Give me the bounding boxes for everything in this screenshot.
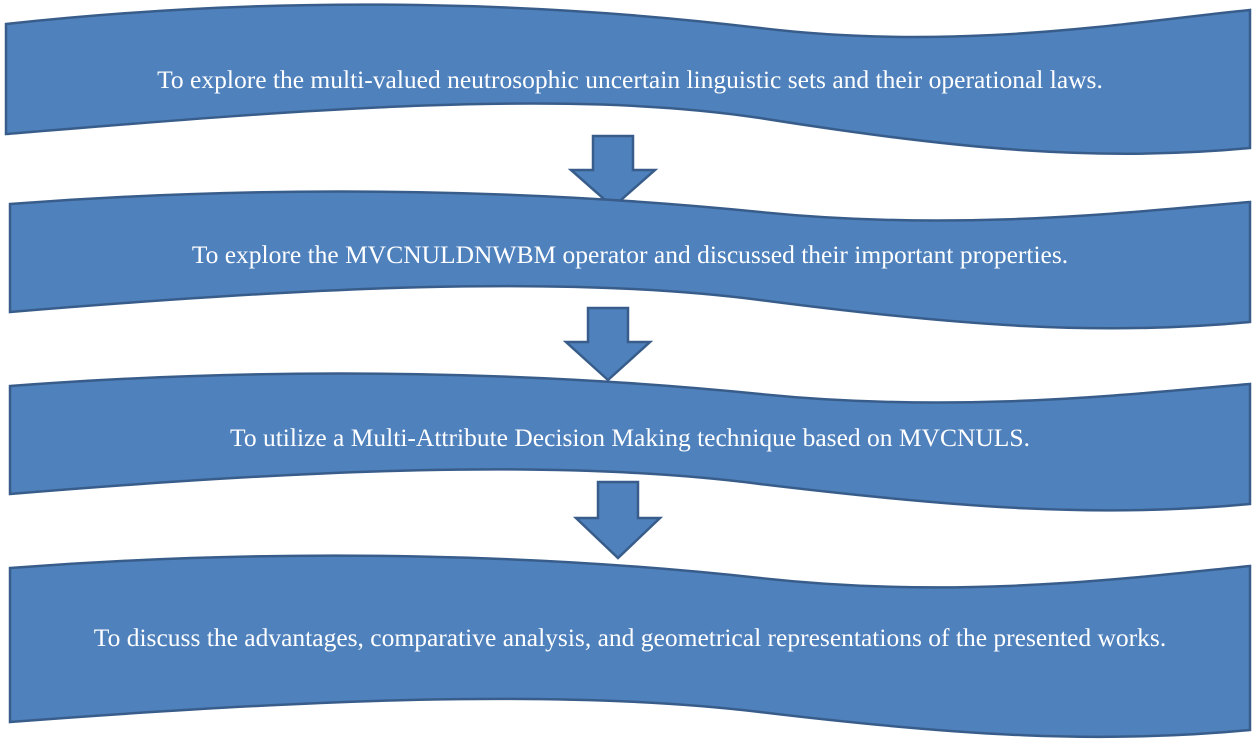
step-4-text: To discuss the advantages, comparative a… [93,623,1167,653]
down-arrow-3 [572,480,664,560]
step-1-banner [4,3,1252,156]
down-arrow-2 [562,306,654,382]
step-3-banner [8,372,1252,512]
step-3-text: To utilize a Multi-Attribute Decision Ma… [230,423,1030,453]
down-arrow-1 [567,134,659,209]
step-2-banner [8,190,1252,330]
step-2-text: To explore the MVCNULDNWBM operator and … [191,240,1069,270]
step-1-text: To explore the multi-valued neutrosophic… [157,65,1103,95]
step-4-banner [8,554,1252,739]
